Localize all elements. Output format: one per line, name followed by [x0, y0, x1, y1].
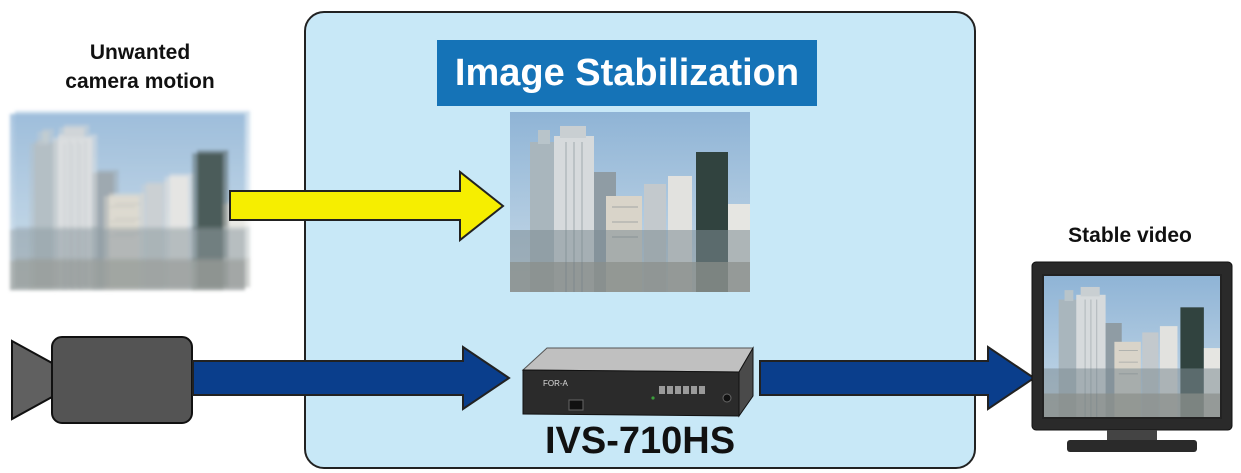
processor-box-icon: FOR-A — [521, 346, 754, 418]
input-label-line2: camera motion — [65, 70, 215, 93]
stabilized-city-photo — [509, 111, 751, 293]
diagram-title: Image Stabilization — [437, 40, 817, 106]
yellow-arrow — [229, 169, 505, 243]
monitor-icon — [1031, 261, 1233, 452]
blurred-city-photo — [9, 110, 251, 291]
device-model-label: IVS-710HS — [544, 420, 736, 462]
device-brand: FOR-A — [543, 379, 569, 388]
input-label: Unwanted camera motion — [30, 38, 250, 96]
output-label: Stable video — [1068, 224, 1192, 247]
diagram-title-text: Image Stabilization — [454, 51, 800, 94]
input-label-line1: Unwanted — [89, 41, 191, 64]
blue-arrow-input — [192, 345, 511, 411]
blue-arrow-output — [759, 345, 1036, 411]
video-camera-icon — [11, 336, 193, 424]
